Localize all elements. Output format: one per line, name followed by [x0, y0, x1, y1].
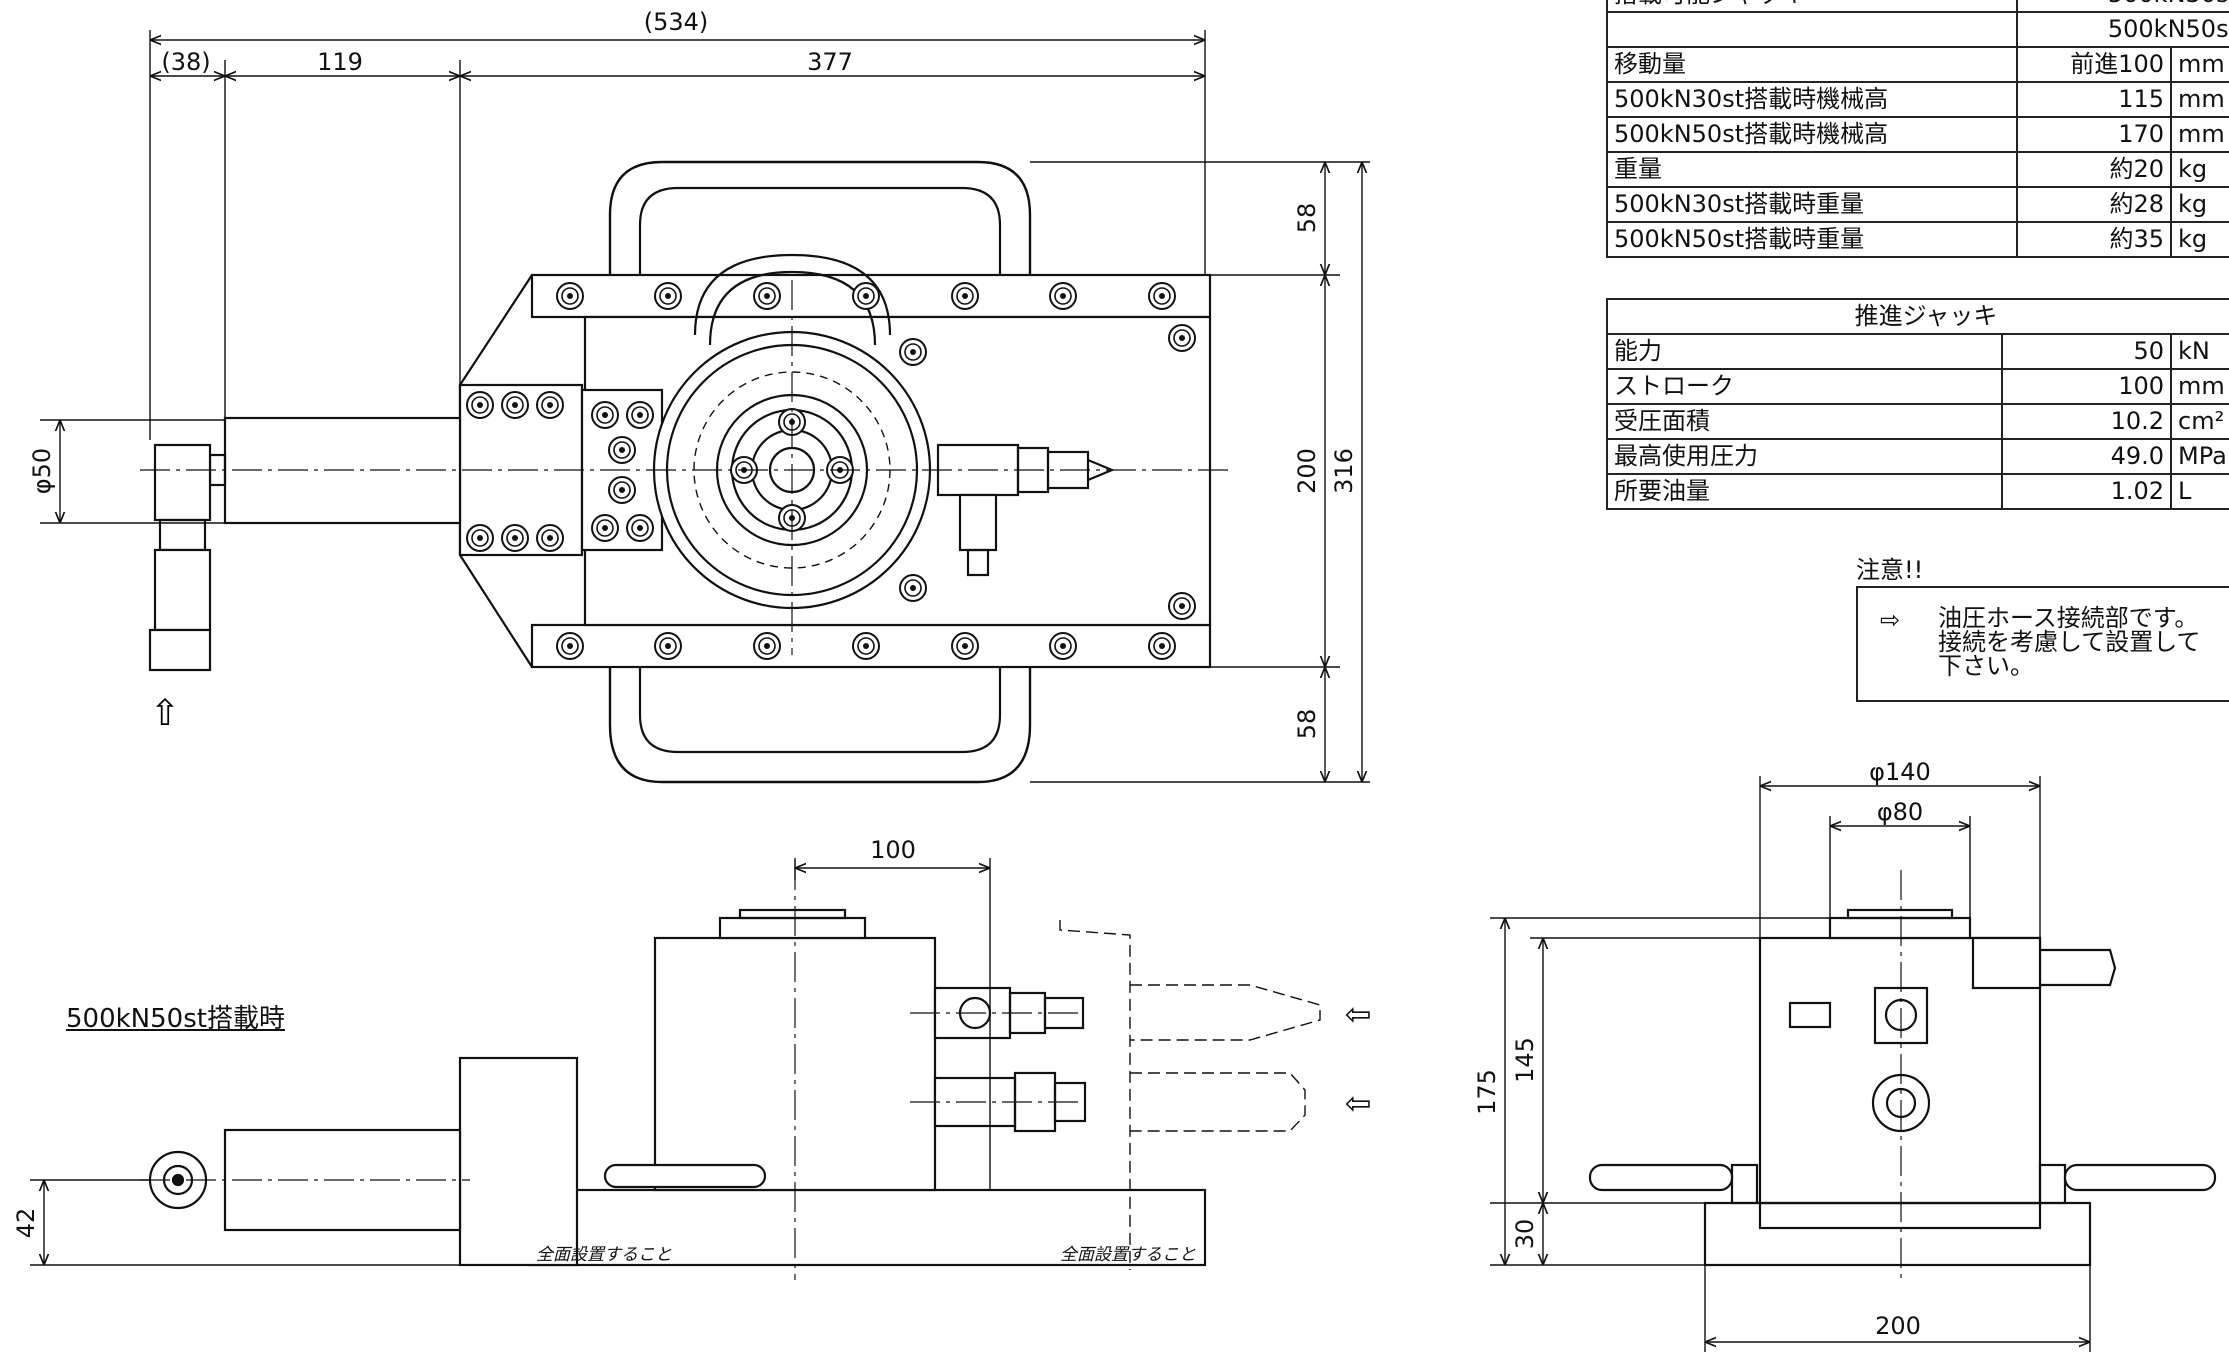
table-row: 搭載可能ジャッキ500kN30st [1605, 0, 2229, 13]
dim-side-d80: φ80 [1877, 798, 1923, 826]
table-title: 推進ジャッキ [1606, 298, 2229, 335]
hydraulic-in-arrow-icon-2: ⇦ [1345, 1084, 1372, 1122]
table-unit: kN [2170, 333, 2229, 370]
caution-line: 下さい。 [1938, 652, 2034, 680]
dim-top-overall: (534) [644, 8, 709, 36]
hydraulic-in-arrow-icon: ⇦ [1345, 995, 1372, 1033]
table-label: ストローク [1605, 368, 2004, 405]
table-value: 1.02 [2001, 473, 2172, 510]
table-value: 100 [2001, 368, 2172, 405]
table-unit: MPa [2170, 438, 2229, 475]
right-arrow-icon: ⇨ [1880, 606, 1901, 634]
table-value: 50 [2001, 333, 2172, 370]
dim-side-w200: 200 [1875, 1312, 1921, 1340]
table-unit: L [2170, 473, 2229, 510]
table-label: 最高使用圧力 [1605, 438, 2004, 475]
table-value: 約20 [2016, 151, 2172, 188]
dim-side-h30: 30 [1511, 1219, 1539, 1250]
table-label: 500kN30st搭載時重量 [1605, 186, 2019, 223]
table-label: 所要油量 [1605, 473, 2004, 510]
dim-right-bottom: 58 [1293, 709, 1321, 740]
dim-side-h175: 175 [1473, 1069, 1501, 1115]
table-label: 移動量 [1605, 46, 2019, 83]
table-label: 500kN30st搭載時機械高 [1605, 81, 2019, 118]
table-label: 受圧面積 [1605, 403, 2004, 440]
table-label: 能力 [1605, 333, 2004, 370]
table-unit: mm [2170, 116, 2229, 153]
dim-right-mid: 200 [1293, 448, 1321, 494]
side-dimensions [1490, 776, 2091, 1352]
dim-left-dia: φ50 [28, 448, 56, 494]
dim-right-top: 58 [1293, 203, 1321, 234]
table-value: 49.0 [2001, 438, 2172, 475]
dim-front-stroke: 100 [870, 836, 916, 864]
dim-side-h145: 145 [1511, 1037, 1539, 1083]
table-label: 500kN50st搭載時機械高 [1605, 116, 2019, 153]
table-value: 約35 [2016, 221, 2172, 258]
table-unit: mm [2170, 368, 2229, 405]
full-install-note-left: 全面設置すること [536, 1245, 672, 1265]
table-value: 10.2 [2001, 403, 2172, 440]
dim-top-left: (38) [161, 48, 210, 76]
table-value: 500kN30st [2016, 0, 2229, 13]
table-value: 500kN50st [2016, 11, 2229, 48]
dim-right-overall: 316 [1330, 448, 1358, 494]
table-row: 500kN50st [1605, 11, 2229, 48]
plan-centerlines [140, 280, 1230, 655]
dim-top-right: 377 [807, 48, 853, 76]
full-install-note-right: 全面設置すること [1060, 1245, 1196, 1265]
table-value: 170 [2016, 116, 2172, 153]
caution-title: 注意!! [1856, 556, 1924, 584]
table-unit: kg [2170, 186, 2229, 223]
side-view [1588, 908, 2217, 1267]
table-label: 搭載可能ジャッキ [1605, 0, 2019, 13]
table-unit: kg [2170, 221, 2229, 258]
table-unit: mm [2170, 46, 2229, 83]
plan-view [148, 160, 1212, 784]
caution-line: 油圧ホース接続部です。 [1938, 604, 2199, 632]
table-label: 重量 [1605, 151, 2019, 188]
dim-side-d140: φ140 [1869, 758, 1931, 786]
front-centerlines [140, 860, 1080, 1280]
dim-front-height: 42 [12, 1208, 40, 1239]
table-value: 約28 [2016, 186, 2172, 223]
front-dimensions [30, 858, 991, 1266]
table-label [1605, 11, 2019, 48]
table-value: 115 [2016, 81, 2172, 118]
table-unit: cm² [2170, 403, 2229, 440]
table-unit: mm [2170, 81, 2229, 118]
up-arrow-icon: ⇧ [150, 693, 180, 734]
condition-label: 500kN50st搭載時 [66, 1004, 285, 1034]
table-unit: kg [2170, 151, 2229, 188]
table-header-row: 推進ジャッキ [1606, 298, 2229, 335]
caution-box: ⇨ 油圧ホース接続部です。 接続を考慮して設置して 下さい。 [1856, 586, 2229, 702]
table-label: 500kN50st搭載時重量 [1605, 221, 2019, 258]
plan-dimensions [40, 30, 1370, 783]
caution-line: 接続を考慮して設置して [1938, 628, 2201, 656]
front-view [148, 908, 1321, 1270]
table-value: 前進100 [2016, 46, 2172, 83]
dim-top-mid: 119 [317, 48, 363, 76]
